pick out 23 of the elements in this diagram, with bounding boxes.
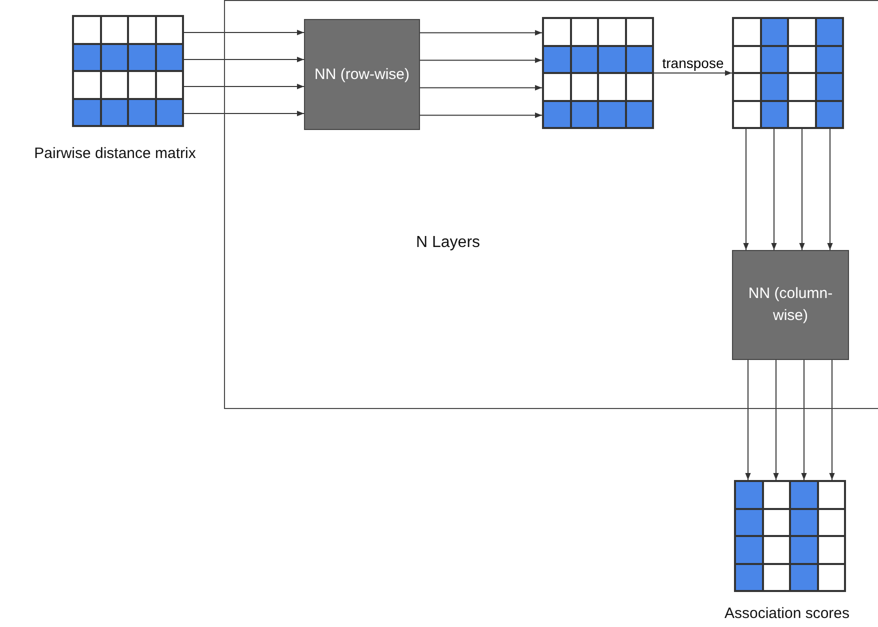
layer-block (224, 0, 878, 409)
arrow (184, 30, 304, 36)
arrow (420, 30, 542, 36)
arrow (801, 360, 807, 480)
arrow (184, 84, 304, 90)
arrow (771, 128, 777, 250)
caption-text: Association scores (724, 605, 850, 622)
caption-text: Pairwise distance matrix (34, 145, 196, 162)
arrow (654, 70, 732, 76)
arrow (420, 84, 542, 91)
arrow (743, 128, 749, 250)
network-box: NN (column-wise) (732, 250, 849, 360)
arrow (829, 360, 835, 480)
arrow (420, 57, 542, 64)
arrow (745, 360, 751, 480)
arrow (799, 128, 805, 250)
arrow (184, 110, 304, 116)
network-box: NN (row-wise) (304, 19, 420, 130)
arrow (827, 128, 833, 250)
arrow (773, 360, 779, 480)
block-title: N Layers (416, 234, 480, 252)
arrow (184, 56, 304, 62)
arrow (420, 112, 542, 118)
